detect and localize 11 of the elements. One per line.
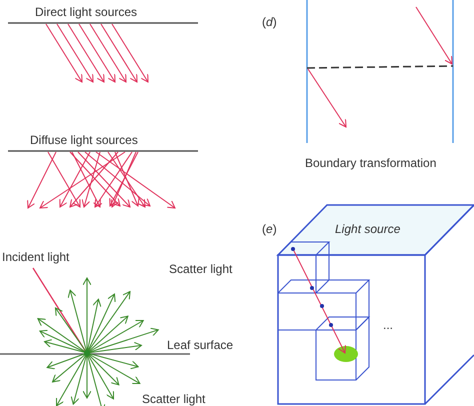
annotation-label: Light source xyxy=(335,222,400,236)
panel-letter: (e) xyxy=(262,222,277,236)
annotation-label: Leaf surface xyxy=(167,338,234,352)
panel-letter: (d) xyxy=(262,15,277,29)
heading-label: Diffuse light sources xyxy=(30,133,138,147)
annotation-label: Scatter light xyxy=(142,392,206,406)
annotation-label: Scatter light xyxy=(169,262,232,276)
caption: Boundary transformation xyxy=(305,156,436,170)
annotation-label: Incident light xyxy=(2,250,70,264)
heading-label: Direct light sources xyxy=(35,5,138,19)
ellipsis: ... xyxy=(383,318,394,332)
